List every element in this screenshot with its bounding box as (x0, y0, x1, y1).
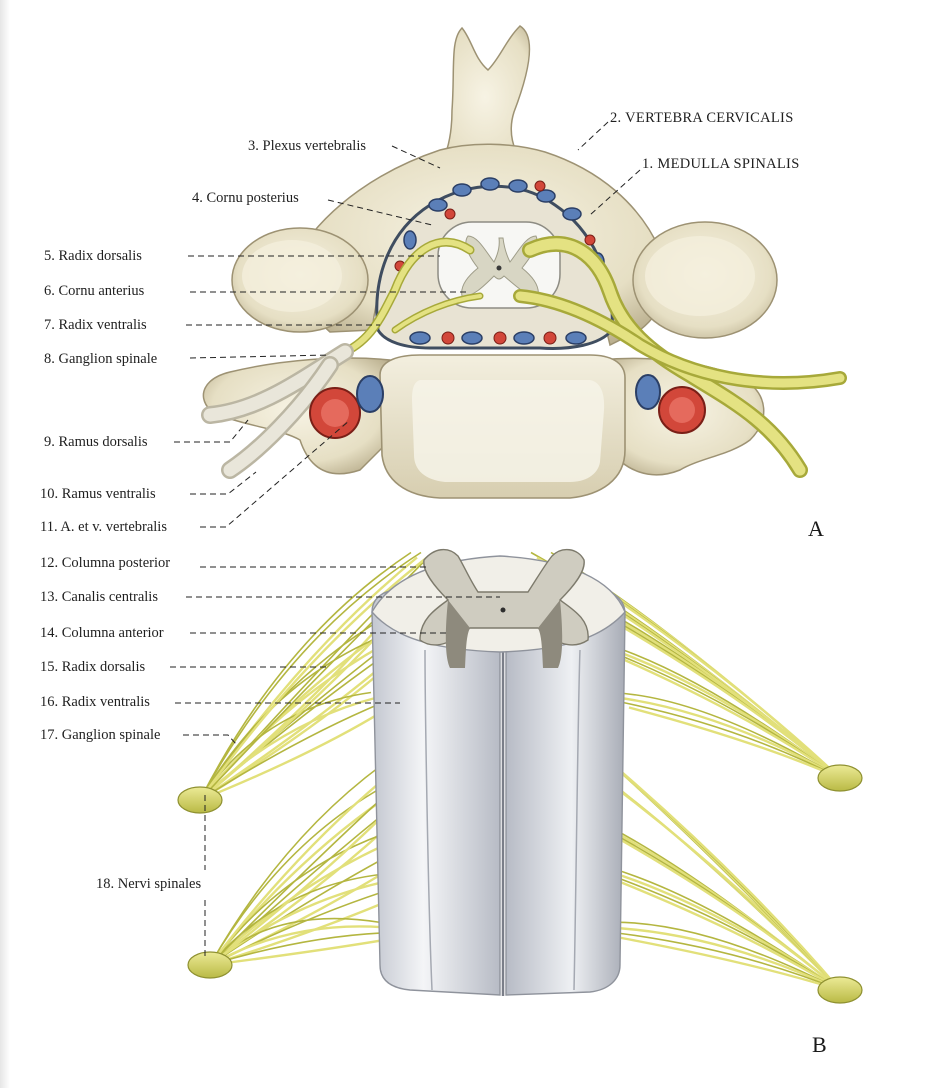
label-vertebra-cervicalis: 2. VERTEBRA CERVICALIS (610, 110, 794, 126)
label-canalis-centralis: 13. Canalis centralis (40, 589, 158, 605)
central-canal-dot (496, 265, 502, 271)
panel-letter-a: A (808, 516, 824, 541)
nerve-fibre (608, 876, 841, 992)
label-radix-dorsalis-a: 5. Radix dorsalis (44, 248, 142, 264)
label-medulla-spinalis: 1. MEDULLA SPINALIS (642, 156, 800, 172)
nerve-fibre (600, 921, 841, 991)
vertebral-plexus (394, 177, 605, 345)
panel-letter-b: B (812, 1032, 827, 1057)
nerve-fibre (209, 931, 394, 966)
label-ramus-ventralis: 10. Ramus ventralis (40, 486, 156, 502)
spinal-nerve-trunk (817, 764, 863, 792)
label-ganglion-spinale-a: 8. Ganglion spinale (44, 351, 158, 367)
spinal-nerve-trunk (177, 786, 223, 814)
page-edge-shadow (0, 0, 10, 1088)
nerve-fibre (618, 656, 841, 779)
central-canal (500, 607, 506, 613)
nerve-fibre (199, 636, 398, 801)
label-nervi-spinales: 18. Nervi spinales (96, 876, 202, 892)
nerve-fibre (199, 701, 384, 801)
nerve-fibre (209, 925, 388, 967)
label-ramus-dorsalis: 9. Ramus dorsalis (44, 434, 148, 450)
label-columna-anterior: 14. Columna anterior (40, 625, 164, 641)
vertebral-vessels (309, 374, 706, 439)
nerve-fibre (199, 551, 412, 801)
label-a-et-v-vertebralis: 11. A. et v. vertebralis (40, 519, 167, 535)
nerve-fibre (199, 556, 428, 801)
nerve-fibre (199, 706, 390, 802)
nerve-fibre (622, 701, 841, 779)
label-ganglion-spinale-b: 17. Ganglion spinale (40, 727, 161, 743)
panel-a-nerves (201, 236, 847, 479)
label-radix-ventralis-a: 7. Radix ventralis (44, 317, 147, 333)
label-plexus-vertebralis: 3. Plexus vertebralis (248, 138, 366, 154)
label-radix-dorsalis-b: 15. Radix dorsalis (40, 659, 146, 675)
label-cornu-posterius: 4. Cornu posterius (192, 190, 299, 206)
panel-a-vertebra (201, 25, 847, 499)
nerve-fibre (616, 696, 841, 780)
nerve-fibre (618, 936, 841, 992)
spinal-nerve-trunk (187, 951, 233, 979)
nerve-fibre (199, 631, 392, 801)
cord-left-half (371, 589, 501, 996)
label-cornu-anterius: 6. Cornu anterius (44, 283, 145, 299)
label-columna-posterior: 12. Columna posterior (40, 555, 171, 571)
nerve-fibre (199, 551, 422, 801)
label-radix-ventralis-b: 16. Radix ventralis (40, 694, 150, 710)
panel-b-cord (177, 549, 863, 1004)
nerve-fibre (598, 826, 841, 991)
spinal-nerve-trunk (817, 976, 863, 1004)
nerve-fibre (606, 926, 841, 992)
nerve-fibre (628, 706, 841, 780)
nerve-fibre (612, 931, 841, 991)
leader-lines (170, 121, 641, 960)
